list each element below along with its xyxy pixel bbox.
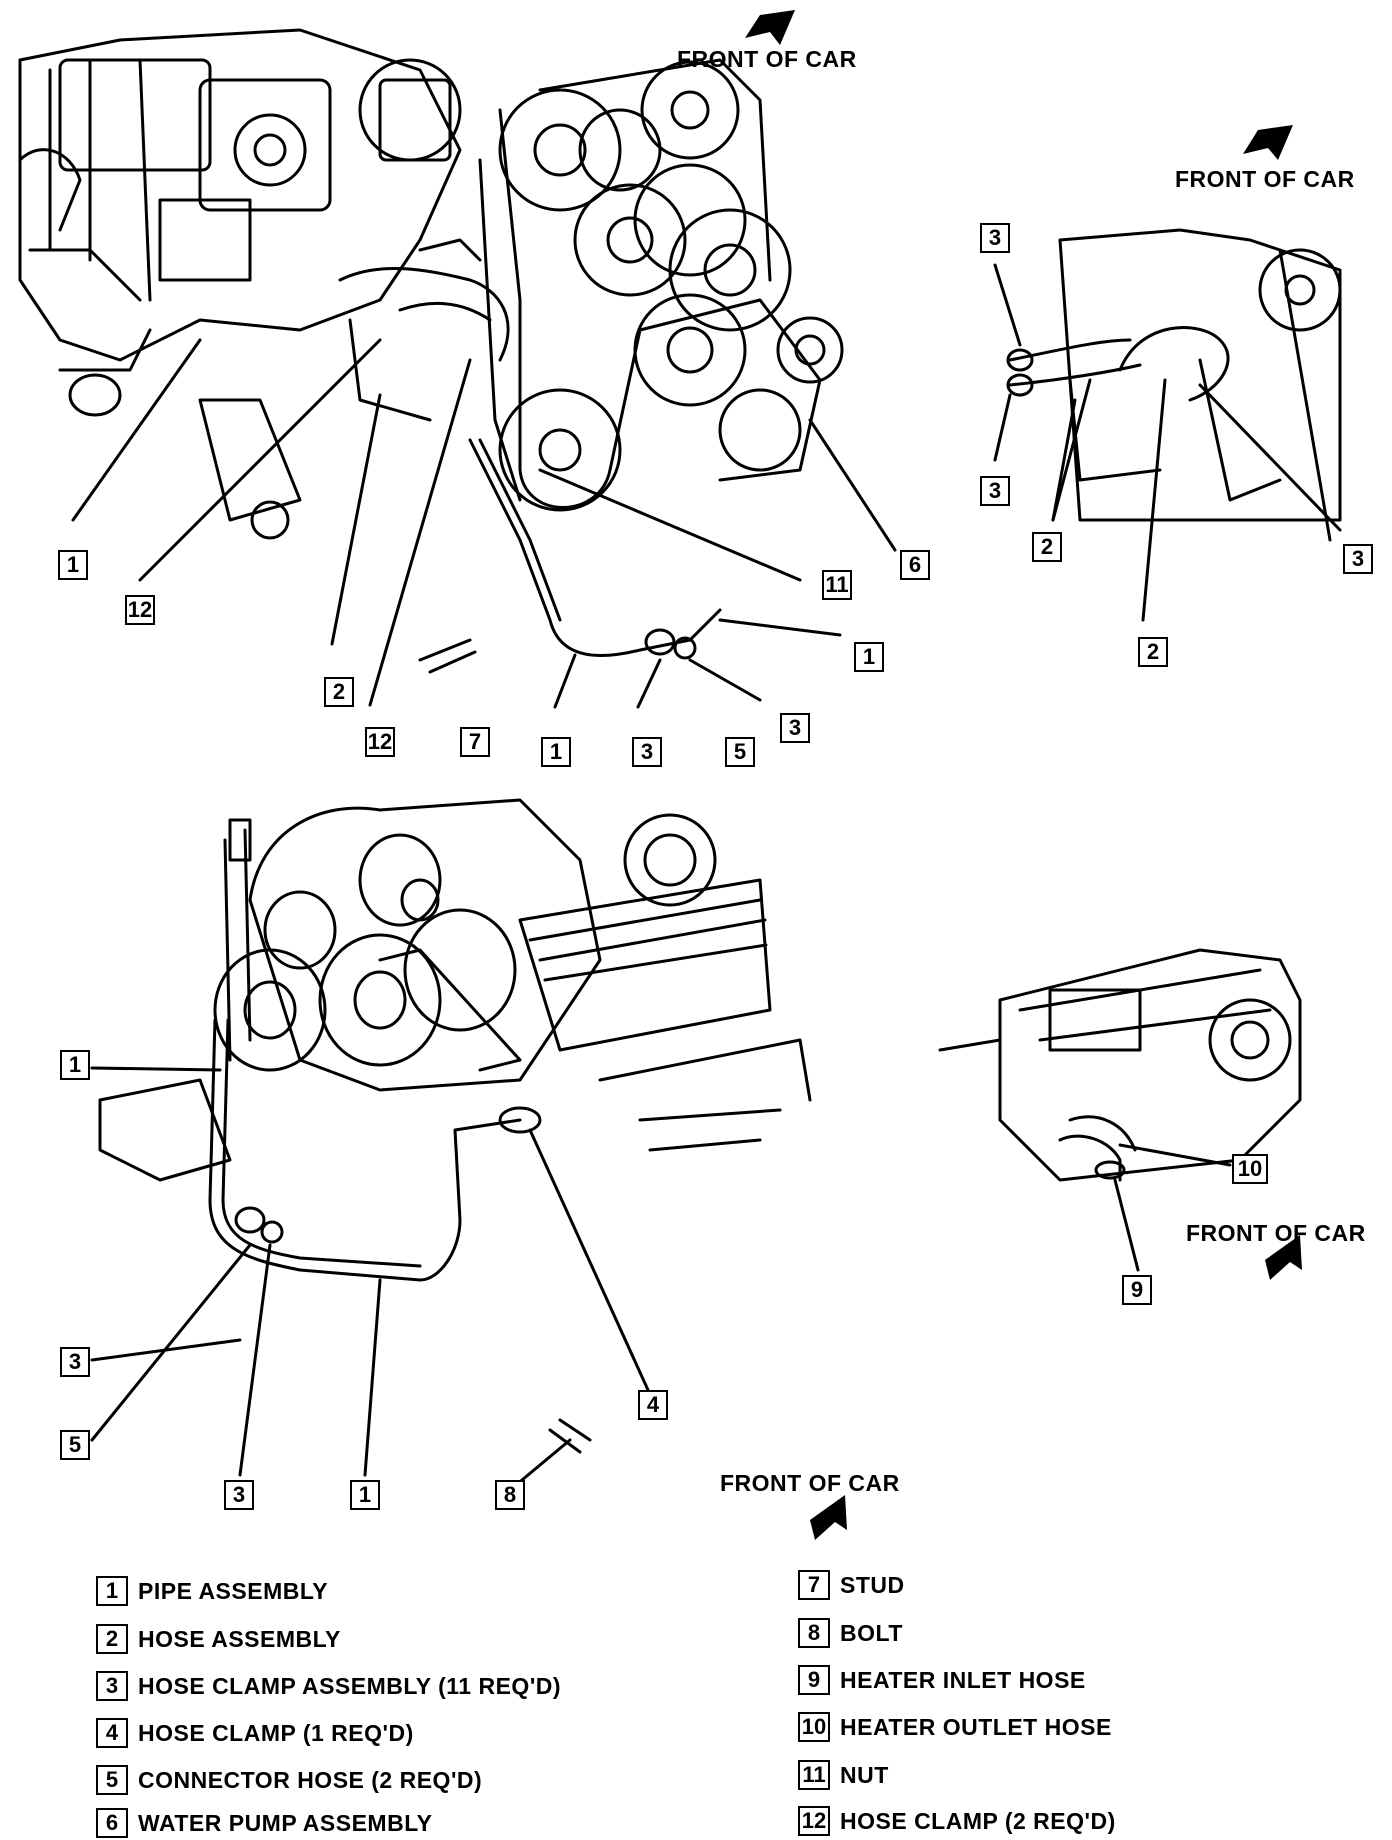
callout-label: 1	[350, 1480, 380, 1510]
legend-number: 7	[798, 1570, 830, 1600]
callout-label: 5	[725, 737, 755, 767]
callout-label: 3	[224, 1480, 254, 1510]
engine-view-top-right	[993, 228, 1342, 622]
legend-item: 4 HOSE CLAMP (1 REQ'D)	[96, 1718, 414, 1748]
legend-label: HOSE CLAMP (2 REQ'D)	[840, 1807, 1116, 1834]
callout-label: 7	[460, 727, 490, 757]
callout-label: 2	[1032, 532, 1062, 562]
callout-label: 5	[60, 1430, 90, 1460]
callout-label: 4	[638, 1390, 668, 1420]
callout-label: 1	[58, 550, 88, 580]
legend-number: 10	[798, 1712, 830, 1742]
engine-view-top-left	[18, 28, 897, 709]
callout-label: 3	[1343, 544, 1373, 574]
legend-label: HOSE CLAMP (1 REQ'D)	[138, 1719, 414, 1746]
legend-label: STUD	[840, 1571, 905, 1598]
legend-number: 2	[96, 1624, 128, 1654]
callout-label: 12	[365, 727, 395, 757]
callout-label: 1	[60, 1050, 90, 1080]
legend-item: 10 HEATER OUTLET HOSE	[798, 1712, 1112, 1742]
callout-label: 1	[854, 642, 884, 672]
legend-item: 12 HOSE CLAMP (2 REQ'D)	[798, 1806, 1116, 1836]
legend-number: 3	[96, 1671, 128, 1701]
front-of-car-label: FRONT OF CAR	[1186, 1220, 1366, 1246]
callout-label: 3	[780, 713, 810, 743]
heater-core-view	[938, 948, 1302, 1272]
legend-label: HEATER INLET HOSE	[840, 1666, 1086, 1693]
legend-item: 11 NUT	[798, 1760, 889, 1790]
legend-number: 4	[96, 1718, 128, 1748]
legend-item: 5 CONNECTOR HOSE (2 REQ'D)	[96, 1765, 482, 1795]
legend-label: CONNECTOR HOSE (2 REQ'D)	[138, 1766, 483, 1793]
legend-number: 1	[96, 1576, 128, 1606]
front-of-car-label: FRONT OF CAR	[1175, 166, 1355, 192]
legend-item: 2 HOSE ASSEMBLY	[96, 1624, 341, 1654]
front-of-car-label: FRONT OF CAR	[677, 46, 857, 72]
legend-label: HEATER OUTLET HOSE	[840, 1713, 1112, 1740]
callout-label: 3	[980, 476, 1010, 506]
callout-label: 1	[541, 737, 571, 767]
legend-label: HOSE CLAMP ASSEMBLY (11 REQ'D)	[138, 1672, 562, 1699]
callout-label: 3	[632, 737, 662, 767]
legend-number: 12	[798, 1806, 830, 1836]
legend-number: 11	[798, 1760, 830, 1790]
legend-number: 6	[96, 1808, 128, 1838]
callout-label: 2	[1138, 637, 1168, 667]
callout-label: 10	[1232, 1154, 1268, 1184]
legend-item: 1 PIPE ASSEMBLY	[96, 1576, 328, 1606]
callout-label: 6	[900, 550, 930, 580]
legend-number: 5	[96, 1765, 128, 1795]
legend-label: WATER PUMP ASSEMBLY	[138, 1809, 433, 1836]
engine-view-bottom-left	[90, 798, 812, 1492]
callout-label: 2	[324, 677, 354, 707]
front-of-car-label: FRONT OF CAR	[720, 1470, 900, 1496]
legend-label: BOLT	[840, 1619, 903, 1646]
legend-item: 3 HOSE CLAMP ASSEMBLY (11 REQ'D)	[96, 1671, 561, 1701]
callout-label: 11	[822, 570, 852, 600]
callout-label: 3	[60, 1347, 90, 1377]
front-arrow-icon	[810, 1495, 847, 1540]
legend-item: 8 BOLT	[798, 1618, 903, 1648]
front-arrow-icon	[1243, 125, 1293, 160]
front-arrow-icon	[745, 10, 795, 45]
legend-number: 9	[798, 1665, 830, 1695]
legend-item: 9 HEATER INLET HOSE	[798, 1665, 1086, 1695]
front-arrow-icon	[1265, 1235, 1302, 1280]
legend-label: HOSE ASSEMBLY	[138, 1625, 341, 1652]
legend-item: 7 STUD	[798, 1570, 905, 1600]
callout-label: 3	[980, 223, 1010, 253]
callout-label: 8	[495, 1480, 525, 1510]
legend-label: PIPE ASSEMBLY	[138, 1577, 329, 1604]
callout-label: 9	[1122, 1275, 1152, 1305]
legend-label: NUT	[840, 1761, 889, 1788]
legend-number: 8	[798, 1618, 830, 1648]
legend-item: 6 WATER PUMP ASSEMBLY	[96, 1808, 432, 1838]
callout-label: 12	[125, 595, 155, 625]
